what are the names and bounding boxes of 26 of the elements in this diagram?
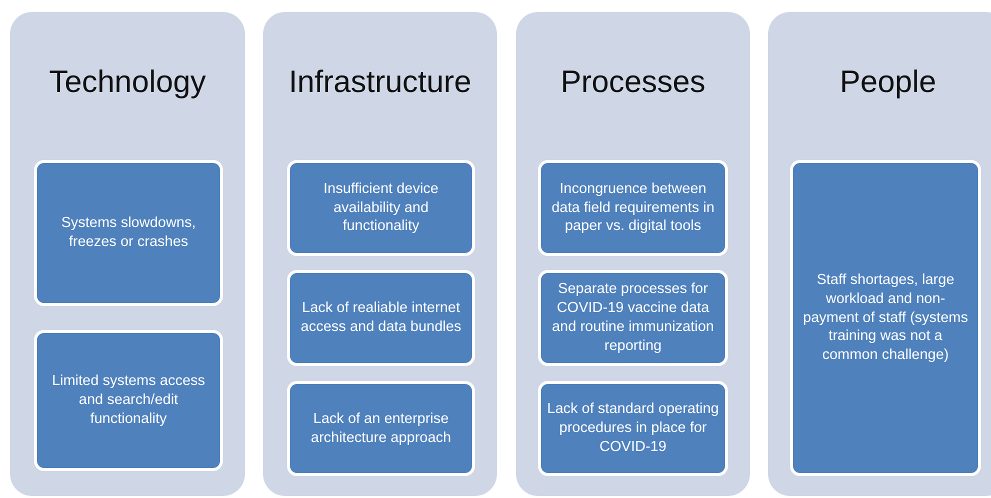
- issue-box: [538, 160, 728, 256]
- issue-box: [538, 381, 728, 476]
- issue-text: Staff shortages, large workload and non-payment of staff (systems training was not a common challenge): [802, 270, 969, 366]
- category-panel: [10, 12, 245, 496]
- issue-text: Limited systems access and search/edit functionality: [50, 372, 206, 429]
- issue-box: [287, 160, 475, 256]
- issue-box: [287, 270, 475, 366]
- issue-text: Incongruence between data field requirements in paper vs. digital tools: [550, 180, 716, 236]
- issue-box: [538, 270, 728, 366]
- issue-text: Insufficient device availability and functionality: [322, 180, 440, 236]
- issue-box: [287, 381, 475, 476]
- category-heading: Technology: [48, 64, 207, 100]
- category-panel: [516, 12, 750, 496]
- category-heading: Infrastructure: [288, 64, 472, 100]
- issue-box: [34, 330, 223, 471]
- issue-text: Lack of standard operating procedures in place for COVID-19: [547, 400, 719, 457]
- issue-text: Separate processes for COVID-19 vaccine data and routine immunization reporting: [550, 280, 715, 356]
- issue-text: Systems slowdowns, freezes or crashes: [60, 214, 197, 252]
- category-panel: [263, 12, 497, 496]
- issue-box: [790, 160, 981, 476]
- category-heading: People: [838, 64, 938, 100]
- issue-text: Lack of an enterprise architecture approach: [310, 410, 452, 448]
- category-heading: Processes: [560, 64, 706, 100]
- issue-text: Lack of realiable internet access and data bundles: [300, 299, 462, 337]
- issue-box: [34, 160, 223, 306]
- category-panel: [768, 12, 991, 496]
